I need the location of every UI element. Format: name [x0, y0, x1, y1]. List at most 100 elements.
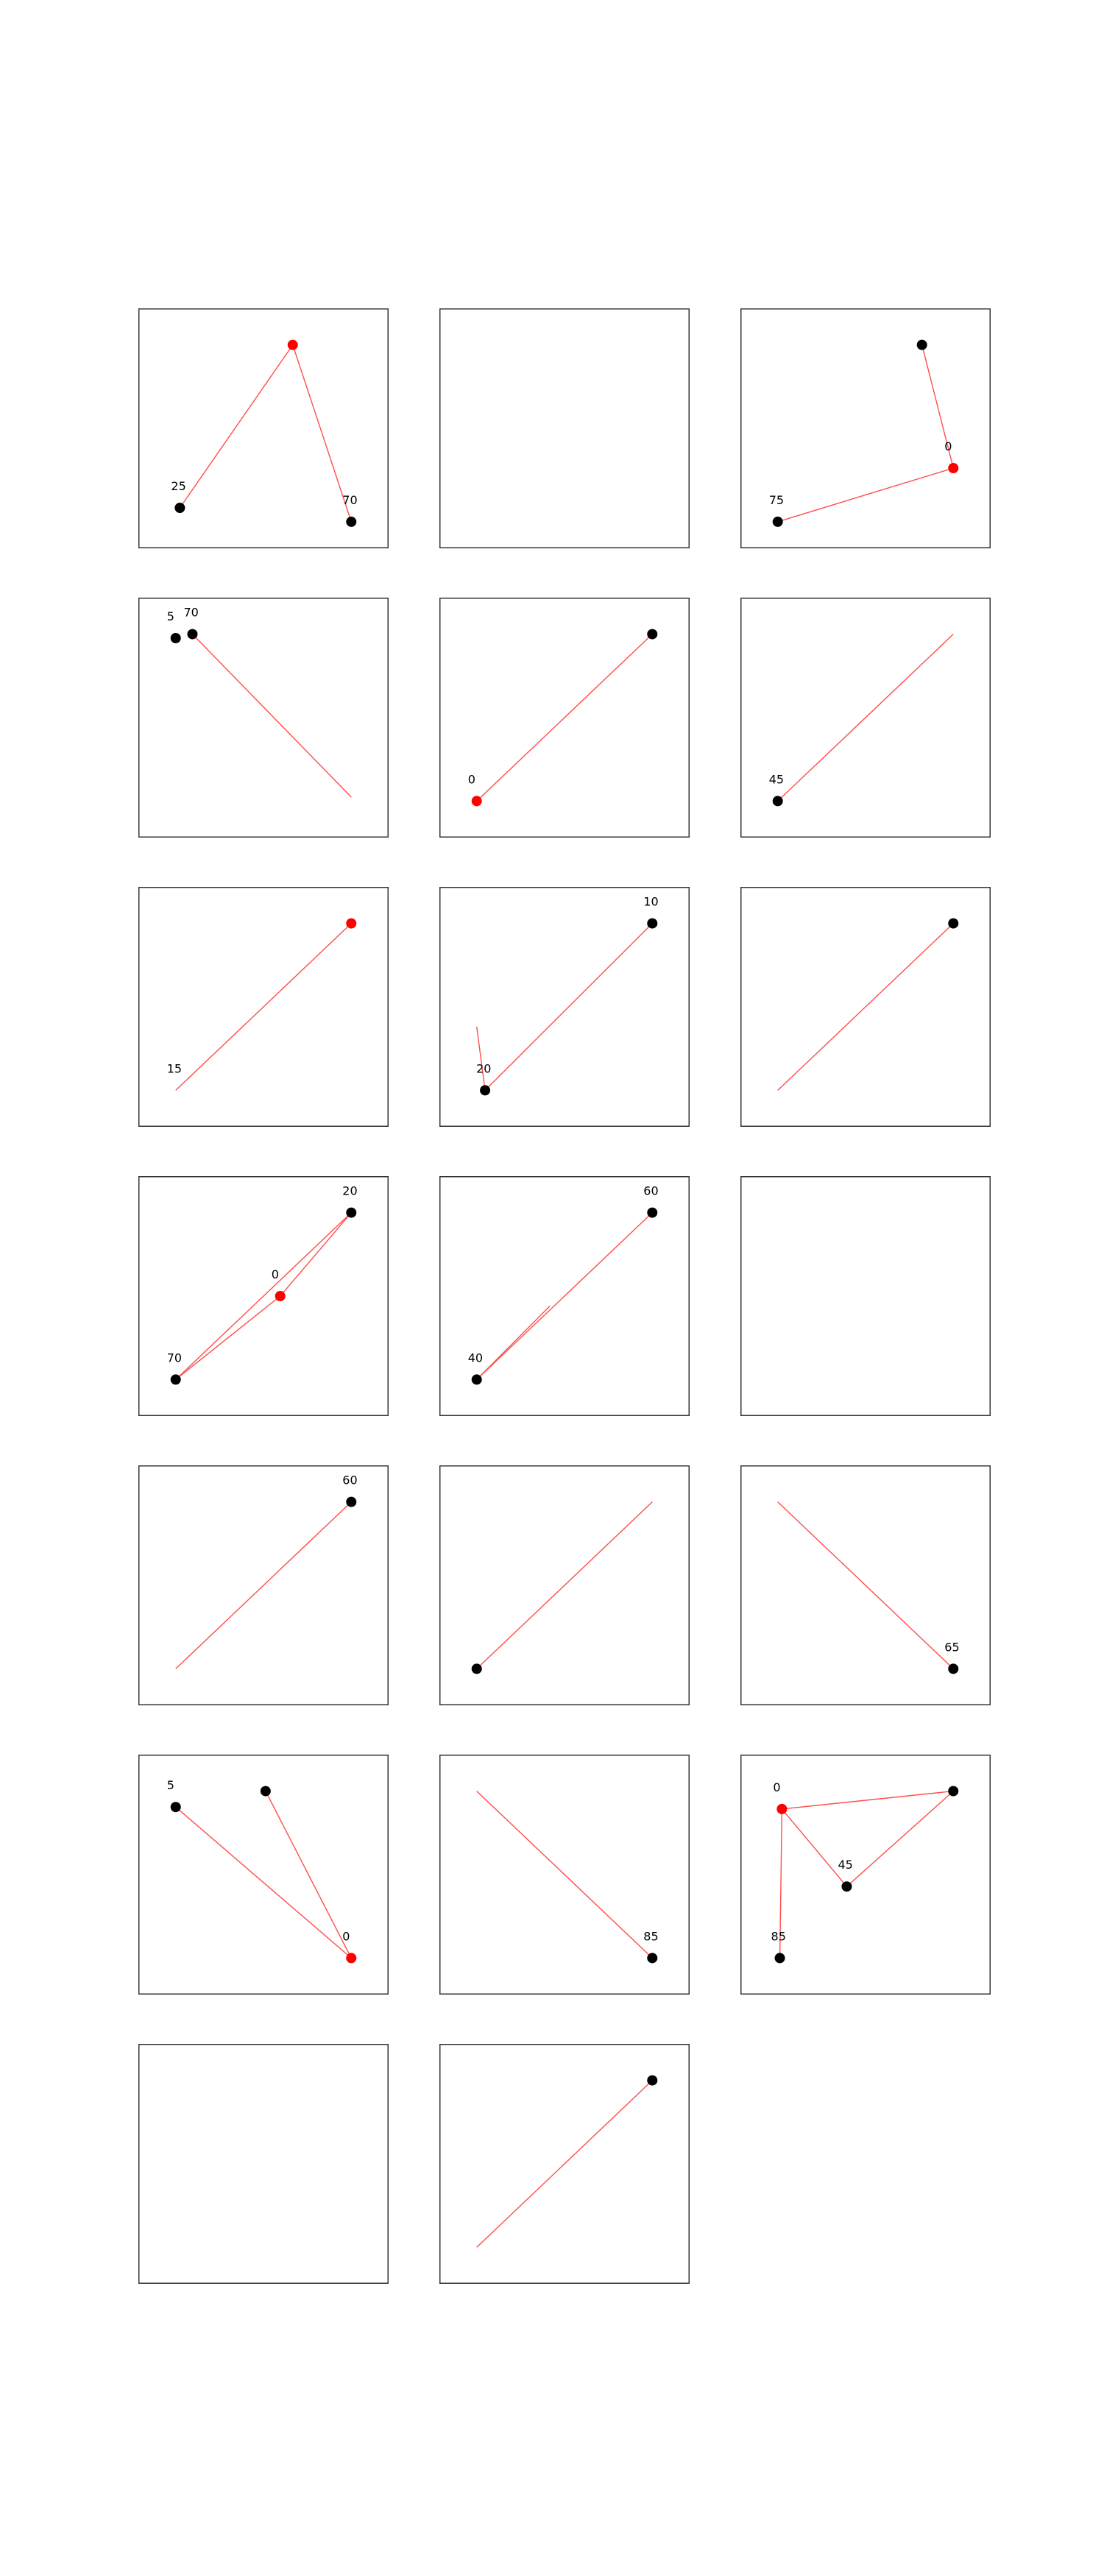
graph-node: [174, 503, 185, 513]
panel-frame: [439, 887, 690, 1127]
node-label: 0: [944, 439, 952, 453]
graph-node: [772, 796, 783, 807]
panel-frame: [138, 598, 389, 838]
graph-panel-9: [740, 887, 991, 1127]
graph-panel-svg: 50: [138, 1755, 389, 1995]
graph-panel-svg: 5 70: [138, 598, 389, 838]
node-label: 25: [171, 479, 185, 493]
node-label: 15: [167, 1061, 182, 1075]
panel-frame: [740, 308, 991, 548]
graph-panel-svg: 750: [740, 308, 991, 548]
node-label: 20: [342, 1184, 357, 1198]
panel-frame: [740, 1176, 991, 1416]
graph-node: [647, 1207, 658, 1218]
graph-node: [774, 1953, 785, 1964]
graph-node: [647, 1953, 658, 1964]
graph-panel-svg: 65: [740, 1465, 991, 1705]
graph-edge: [777, 1501, 954, 1669]
graph-panel-6: 45: [740, 598, 991, 838]
graph-panel-svg: 15: [138, 887, 389, 1127]
graph-panel-svg: [439, 2044, 690, 2284]
graph-node: [647, 629, 658, 640]
graph-node-red: [287, 339, 298, 350]
panel-frame: [439, 2044, 690, 2284]
panel-frame: [740, 598, 991, 838]
graph-edge: [476, 634, 653, 802]
graph-panel-13: 60: [138, 1465, 389, 1705]
graph-node: [346, 1207, 357, 1218]
node-label: 0: [272, 1267, 279, 1281]
panel-frame: [138, 2044, 389, 2284]
graph-node-red: [346, 918, 357, 929]
graph-edge: [484, 923, 653, 1091]
panel-frame: [138, 1176, 389, 1416]
graph-panel-svg: 60: [138, 1465, 389, 1705]
node-label: 10: [643, 895, 658, 909]
graph-edge: [779, 1808, 783, 1958]
graph-node: [187, 629, 198, 640]
panel-frame: [138, 1755, 389, 1995]
node-label: 0: [773, 1780, 780, 1794]
graph-node: [841, 1881, 852, 1892]
graph-edge: [175, 923, 352, 1091]
graph-edge: [175, 1212, 352, 1380]
graph-node-red: [471, 796, 482, 807]
graph-edge: [265, 1791, 352, 1958]
node-label: 85: [771, 1929, 786, 1943]
panel-frame: [138, 1465, 389, 1705]
graph-node-red: [346, 1953, 357, 1964]
graph-edge: [292, 344, 352, 523]
panel-frame: [740, 1465, 991, 1705]
node-label: 60: [643, 1184, 658, 1198]
graph-node: [647, 2075, 658, 2086]
graph-panel-svg: [740, 1176, 991, 1416]
graph-node: [480, 1085, 491, 1096]
graph-edge: [175, 1806, 352, 1958]
node-label: 60: [342, 1473, 357, 1487]
graph-node: [772, 516, 783, 527]
graph-edge: [476, 1212, 653, 1380]
graph-node: [170, 1374, 181, 1385]
graph-panel-svg: [439, 308, 690, 548]
graph-node: [948, 1786, 959, 1797]
node-label: 70: [183, 606, 198, 620]
graph-panel-12: [740, 1176, 991, 1416]
graph-edge: [476, 1026, 486, 1091]
graph-panel-7: 15: [138, 887, 389, 1127]
panel-frame: [439, 1755, 690, 1995]
node-label: 20: [476, 1061, 491, 1075]
graph-panel-svg: 70 0 20: [138, 1176, 389, 1416]
graph-panel-svg: [138, 2044, 389, 2284]
node-label: 5: [167, 609, 174, 623]
graph-node: [471, 1374, 482, 1385]
graph-edge: [476, 1501, 653, 1669]
graph-edge: [175, 1501, 352, 1669]
graph-panel-svg: 0: [439, 598, 690, 838]
graph-panel-2: [439, 308, 690, 548]
graph-edge: [476, 2080, 653, 2248]
graph-node: [916, 339, 927, 350]
node-label: 45: [769, 772, 784, 786]
graph-node-red: [275, 1291, 286, 1301]
node-label: 5: [167, 1778, 174, 1792]
graph-panel-17: 85: [439, 1755, 690, 1995]
graph-edge: [777, 923, 954, 1091]
panel-frame: [439, 1176, 690, 1416]
node-label: 70: [167, 1351, 182, 1365]
panel-frame: [138, 887, 389, 1127]
node-label: 0: [342, 1929, 350, 1943]
graph-edge: [175, 1295, 281, 1380]
graph-edge: [280, 1212, 352, 1297]
graph-panel-5: 0: [439, 598, 690, 838]
panel-frame: [138, 308, 389, 548]
graph-panel-svg: [740, 887, 991, 1127]
